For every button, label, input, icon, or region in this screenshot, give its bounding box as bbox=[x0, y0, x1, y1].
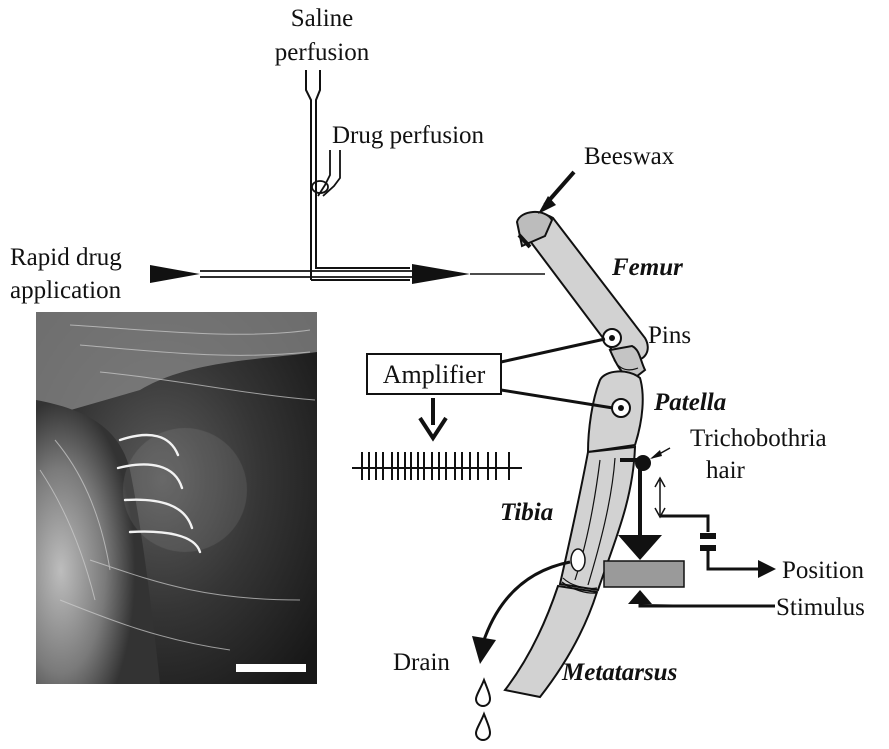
trichobothria-label-line2: hair bbox=[706, 457, 746, 484]
drain-label: Drain bbox=[393, 649, 450, 676]
drop-icon bbox=[476, 714, 490, 740]
micrograph-photo bbox=[36, 312, 317, 684]
spider-leg bbox=[505, 212, 648, 697]
femur-label: Femur bbox=[611, 254, 683, 281]
metatarsus-label: Metatarsus bbox=[561, 659, 677, 686]
saline-label-line2: perfusion bbox=[275, 39, 370, 66]
pins-label: Pins bbox=[648, 322, 691, 349]
electrode-wire-upper bbox=[501, 339, 605, 362]
amplifier-output-arrow bbox=[420, 398, 446, 438]
saline-label-line1: Saline bbox=[291, 5, 354, 32]
beeswax-label: Beeswax bbox=[584, 143, 675, 170]
stimulator-block bbox=[604, 561, 684, 587]
displacement-double-arrow bbox=[655, 478, 665, 517]
scale-bar bbox=[236, 664, 306, 672]
spike-train-icon bbox=[352, 452, 522, 480]
stimulus-label: Stimulus bbox=[776, 594, 865, 621]
beeswax-arrow bbox=[538, 172, 574, 214]
rapid-drug-label-line2: application bbox=[10, 277, 122, 304]
amplifier-label: Amplifier bbox=[383, 360, 486, 389]
tibia-label: Tibia bbox=[500, 499, 553, 526]
rapid-drug-label-line1: Rapid drug bbox=[10, 244, 122, 271]
trichobothria-label-line1: Trichobothria bbox=[690, 425, 827, 452]
saline-perfusion-tube bbox=[306, 70, 410, 280]
drop-icon bbox=[476, 680, 490, 706]
patella-label: Patella bbox=[653, 389, 726, 416]
position-label: Position bbox=[782, 557, 864, 584]
drug-perfusion-label: Drug perfusion bbox=[332, 122, 485, 149]
